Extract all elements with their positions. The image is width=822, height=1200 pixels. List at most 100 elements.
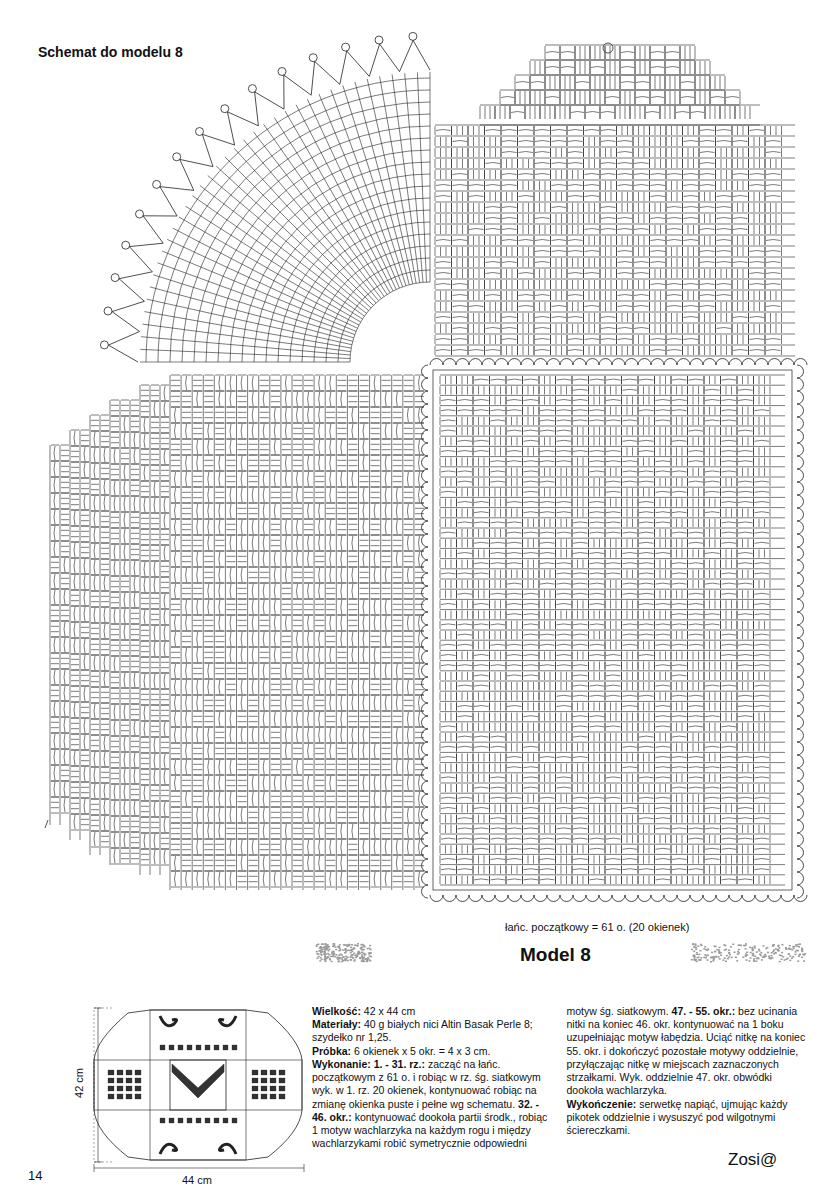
picot [104, 307, 112, 315]
texture [361, 947, 363, 949]
texture [324, 956, 326, 958]
texture [357, 953, 359, 955]
texture [332, 956, 334, 958]
filet-grid [110, 400, 139, 865]
texture [778, 945, 780, 947]
texture [364, 946, 366, 948]
texture [794, 954, 796, 956]
texture [775, 948, 777, 950]
texture [353, 947, 355, 949]
texture [696, 952, 698, 954]
instruction-heading: Wykonanie: [312, 1058, 371, 1070]
texture [775, 952, 777, 954]
texture [369, 960, 371, 962]
texture [319, 960, 321, 962]
texture [752, 953, 754, 955]
texture [718, 951, 720, 953]
texture [735, 957, 737, 959]
texture [726, 955, 728, 957]
texture [789, 955, 791, 957]
texture [742, 957, 744, 959]
texture [767, 952, 769, 954]
texture [357, 943, 359, 945]
texture [362, 959, 364, 961]
scallop-border [422, 359, 808, 902]
texture [359, 953, 361, 955]
texture [326, 956, 328, 958]
texture [362, 958, 364, 960]
texture [354, 954, 356, 956]
texture [359, 953, 361, 955]
texture [325, 944, 327, 946]
picot [409, 32, 417, 40]
texture [745, 959, 747, 961]
texture [366, 958, 368, 960]
texture [788, 954, 790, 956]
instruction-heading: 1. - 31. rz.: [374, 1058, 425, 1070]
dashed-guide [94, 1008, 114, 1162]
texture [792, 956, 794, 958]
texture [338, 960, 340, 962]
texture [369, 948, 371, 950]
texture [738, 945, 740, 947]
texture [333, 953, 335, 955]
texture [715, 946, 717, 948]
filet-grid [440, 375, 785, 885]
texture [327, 944, 329, 946]
texture [734, 952, 736, 954]
picot [248, 85, 256, 93]
dimension-label: 44 cm [180, 1174, 214, 1186]
texture [754, 956, 756, 958]
filet-grid [480, 105, 760, 125]
texture [700, 957, 702, 959]
texture [318, 950, 320, 952]
texture [342, 949, 344, 951]
texture [320, 954, 322, 956]
filet-grid [530, 60, 710, 75]
texture [353, 960, 355, 962]
texture [777, 945, 779, 947]
texture [361, 954, 363, 956]
texture [784, 959, 786, 961]
texture [355, 955, 357, 957]
texture [789, 960, 791, 962]
texture [799, 954, 801, 956]
texture [754, 947, 756, 949]
texture [361, 952, 363, 954]
texture [755, 961, 757, 963]
texture [353, 953, 355, 955]
texture [341, 957, 343, 959]
instruction-heading: 47. - 55. okr.: [672, 1005, 736, 1017]
filet-grid [545, 45, 695, 60]
texture [789, 945, 791, 947]
paragraph: Próbka:6 okienek x 5 okr. = 4 x 3 cm. [312, 1045, 553, 1058]
texture [321, 949, 323, 951]
texture [749, 947, 751, 949]
texture [695, 944, 697, 946]
texture [764, 954, 766, 956]
texture [732, 944, 734, 946]
filet-grid [170, 375, 424, 890]
texture [775, 952, 777, 954]
texture [794, 946, 796, 948]
picot [100, 341, 108, 349]
texture [712, 960, 714, 962]
texture [797, 944, 799, 946]
texture [798, 946, 800, 948]
texture [795, 944, 797, 946]
texture [335, 947, 337, 949]
texture [697, 945, 699, 947]
texture [707, 959, 709, 961]
texture [327, 953, 329, 955]
texture [369, 945, 371, 947]
texture [745, 948, 747, 950]
texture [333, 953, 335, 955]
texture [752, 949, 754, 951]
texture [737, 951, 739, 953]
texture [332, 943, 334, 945]
texture [327, 946, 329, 948]
texture [327, 956, 329, 958]
texture [788, 953, 790, 955]
texture [745, 943, 747, 945]
model-heading: Model 8 [520, 944, 591, 966]
